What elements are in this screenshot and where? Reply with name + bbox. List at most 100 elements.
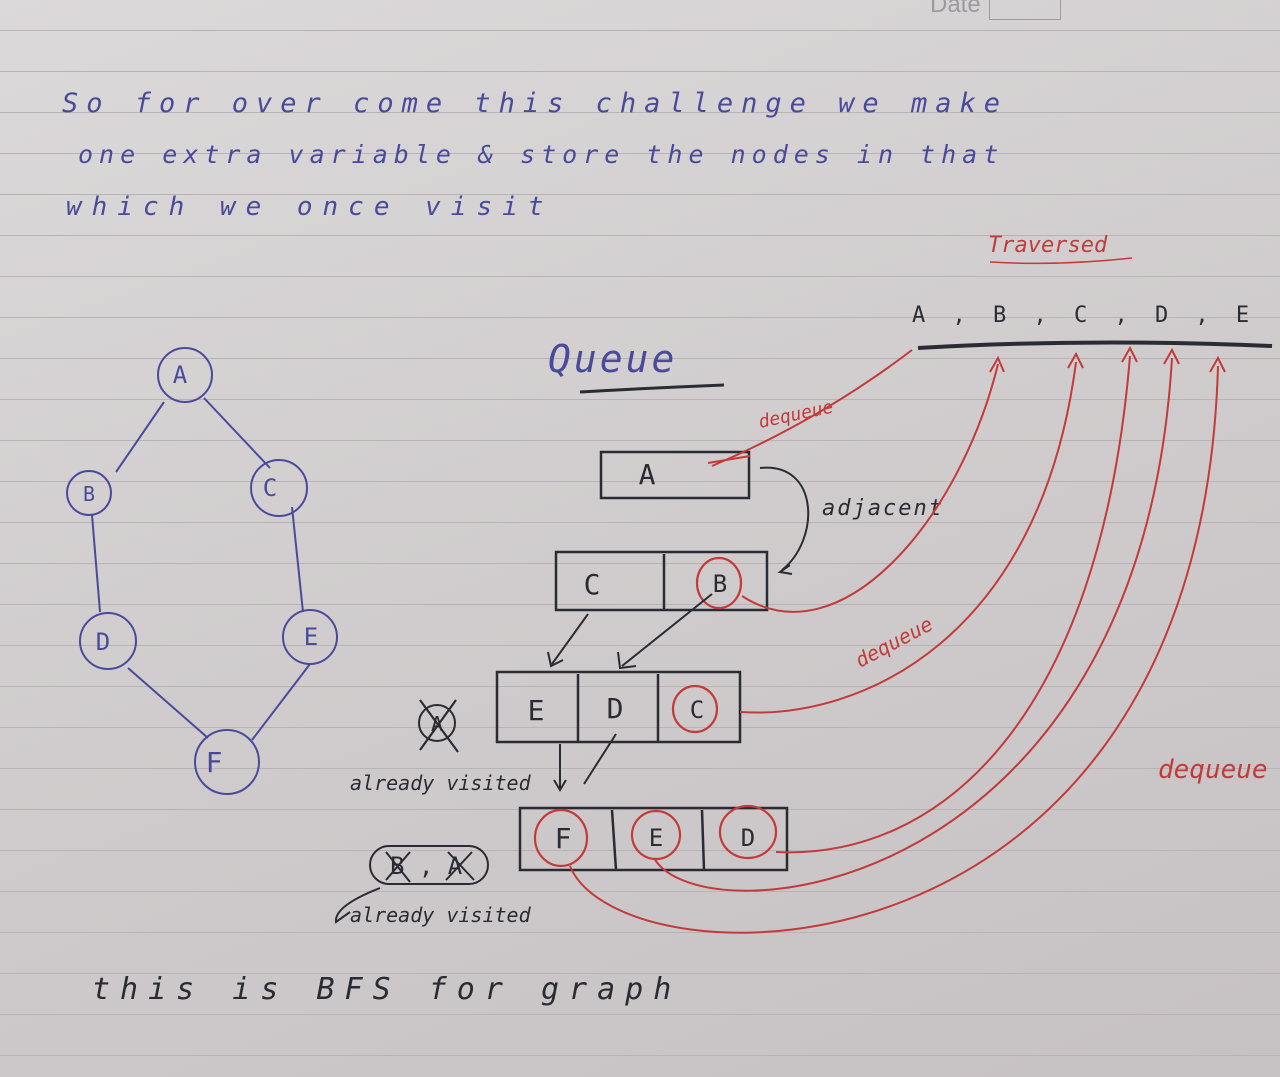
queue-title: Queue (548, 337, 677, 381)
arrow-b-to-d (621, 593, 713, 667)
ruled-line (0, 809, 1280, 810)
ruled-line (0, 891, 1280, 892)
dequeue-strike-a (707, 455, 751, 464)
arrow-c-to-e-tip (547, 651, 564, 668)
queue-cell-a: A (639, 458, 656, 491)
queue-box-4-divider-2 (700, 809, 706, 871)
ruled-line (0, 30, 1280, 31)
arrowhead-d (1121, 345, 1138, 363)
queue-box-4-divider-1 (610, 809, 618, 871)
cross-mark-a (419, 699, 459, 753)
date-label: Date (930, 0, 981, 18)
graph-node-c (250, 459, 308, 517)
ruled-line (0, 686, 1280, 687)
ruled-line (0, 604, 1280, 605)
graph-label-e: E (304, 623, 318, 651)
note-line-2: one extra variable & store the nodes in … (78, 140, 1005, 169)
queue-cell-b: B (713, 570, 727, 598)
arrowhead-b (989, 355, 1005, 373)
graph-label-f: F (206, 746, 223, 779)
graph-label-b: B (83, 482, 95, 506)
traversed-label-underline (989, 257, 1133, 265)
queue-box-1 (599, 450, 751, 500)
queue-box-4 (518, 806, 789, 872)
adjacent-bracket (759, 466, 810, 571)
arrowhead-c (1067, 351, 1084, 369)
queue-cell-e-2: E (649, 824, 663, 852)
dequeue-label-1: dequeue (757, 397, 836, 433)
edge-a-c (203, 397, 271, 469)
crossed-node-circle (418, 704, 456, 742)
dequeue-arrow-a (711, 349, 913, 467)
ruled-line (0, 276, 1280, 277)
dequeue-arrow-e (653, 357, 1173, 892)
edge-d-f (127, 667, 209, 739)
already-visited-label-1: already visited (350, 771, 532, 795)
ruled-line (0, 71, 1280, 72)
ruled-line (0, 194, 1280, 195)
graph-node-e (282, 609, 338, 665)
date-box: Date (930, 0, 1061, 20)
ruled-line (0, 768, 1280, 769)
ruled-line (0, 1014, 1280, 1015)
already-visited-label-2: already visited (350, 903, 532, 927)
dequeue-arrow-b (741, 363, 999, 613)
cross-mark-pair (385, 851, 475, 883)
queue-cell-f: F (555, 822, 572, 855)
arrowhead-f (1209, 355, 1226, 373)
edge-a-b (115, 401, 165, 473)
arrow-e-to-f-tip (553, 779, 567, 792)
dequeued-mark-f (533, 808, 589, 868)
ruled-line (0, 481, 1280, 482)
arrow-d-to-e (583, 733, 617, 785)
adjacent-bracket-tip (777, 564, 793, 575)
note-line-3: which we once visit (66, 192, 554, 222)
graph-node-b (66, 470, 112, 516)
dequeue-label-2: dequeue (851, 612, 937, 673)
edge-b-d (91, 514, 101, 613)
queue-box-2 (554, 550, 769, 612)
arrowhead-e (1163, 347, 1180, 365)
traversed-baseline (917, 340, 1273, 350)
crossed-pair-outline (369, 845, 489, 885)
ruled-line (0, 932, 1280, 933)
queue-cell-c: C (584, 568, 601, 601)
graph-label-a: A (173, 361, 188, 389)
ruled-line (0, 440, 1280, 441)
arrow-b-to-d-tip (617, 651, 637, 670)
queue-box-3 (495, 670, 742, 744)
arrow-c-to-e (551, 613, 589, 665)
queue-cell-e: E (528, 694, 545, 727)
adjacent-label: adjacent (822, 496, 944, 521)
traversed-label: Traversed (988, 233, 1108, 258)
note-footer: this is BFS for graph (92, 972, 682, 1007)
ruled-line (0, 727, 1280, 728)
ruled-line (0, 563, 1280, 564)
ruled-line (0, 317, 1280, 318)
graph-node-d (79, 612, 137, 670)
dequeue-label-3: dequeue (1158, 755, 1268, 785)
graph-node-f (194, 729, 260, 795)
graph-node-a (157, 347, 213, 403)
dequeue-arrow-c (739, 361, 1077, 714)
dequeued-mark-b (695, 556, 743, 610)
dequeue-arrow-f (569, 365, 1219, 934)
edge-e-f (251, 663, 311, 741)
queue-cell-d-2: D (741, 824, 755, 852)
queue-title-underline (579, 383, 725, 394)
graph-label-c: C (263, 474, 277, 502)
dequeued-mark-d (718, 804, 778, 860)
ruled-line (0, 358, 1280, 359)
dequeue-arrow-d (775, 355, 1131, 854)
note-line-1: So for over come this challenge we make (62, 88, 1008, 119)
ruled-line (0, 235, 1280, 236)
ruled-line (0, 399, 1280, 400)
ruled-line (0, 645, 1280, 646)
ruled-line (0, 1055, 1280, 1056)
ruled-line (0, 850, 1280, 851)
graph-label-d: D (96, 628, 110, 656)
queue-cell-d: D (607, 692, 624, 725)
queue-cell-c-2: C (690, 696, 704, 724)
